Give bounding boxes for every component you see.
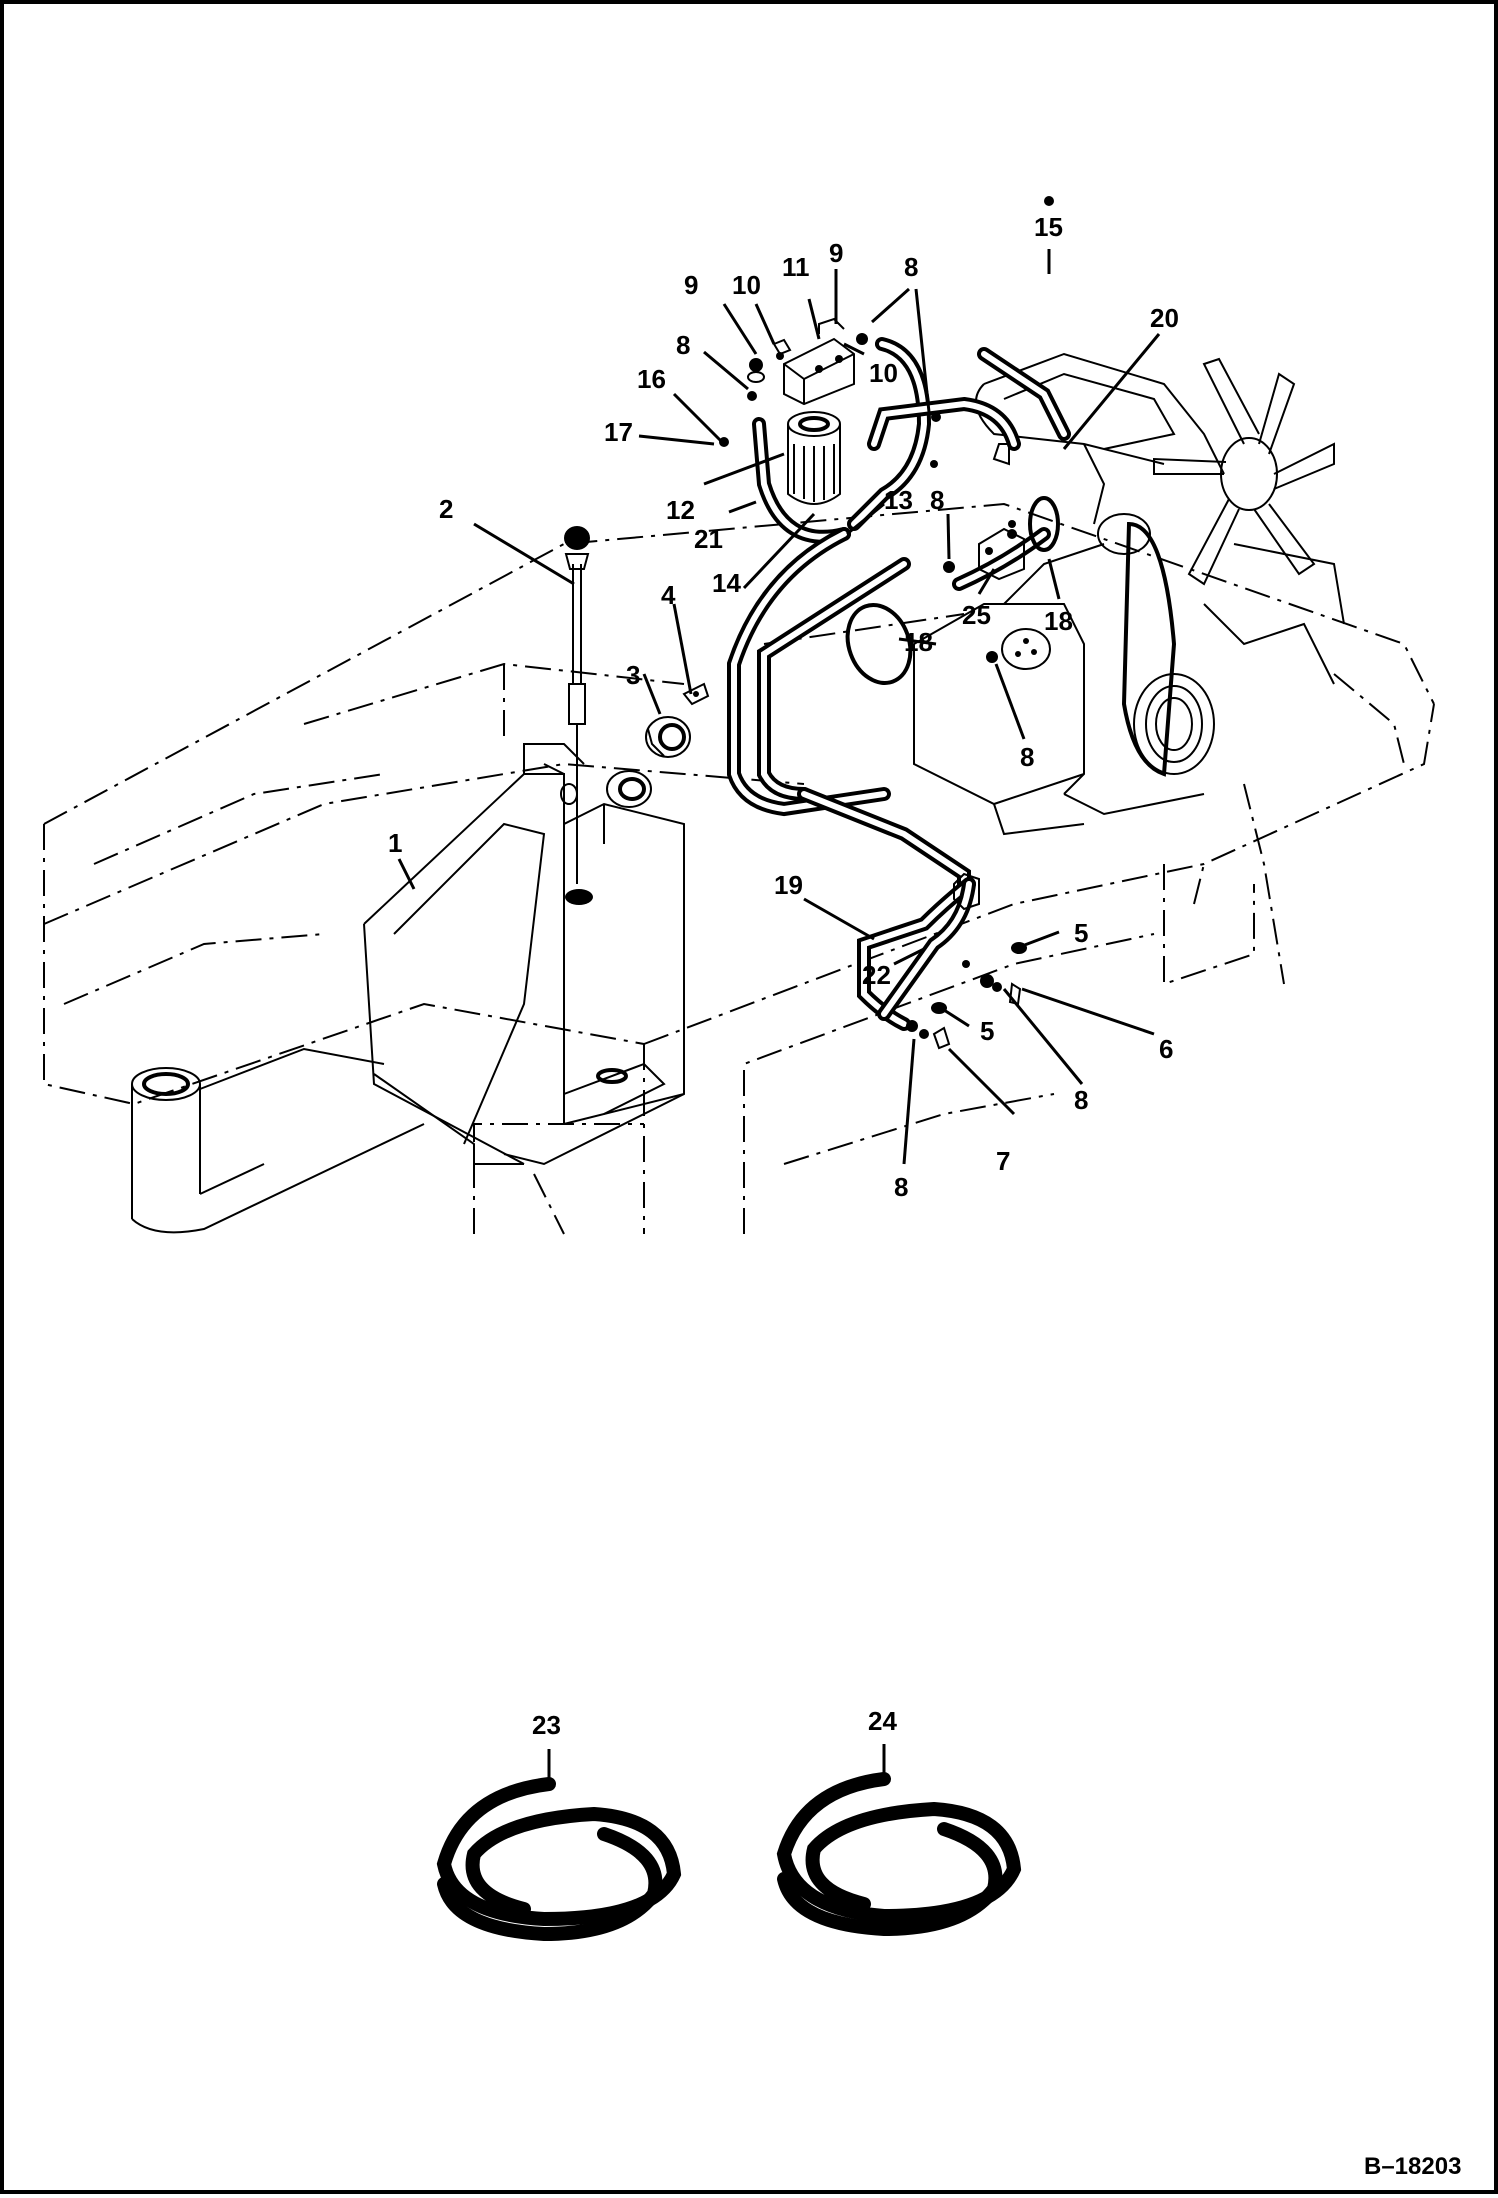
callout-8: 8 bbox=[904, 252, 918, 282]
callout-22: 22 bbox=[862, 960, 891, 990]
figure-reference: B–18203 bbox=[1364, 2153, 1461, 2180]
callout-25: 25 bbox=[962, 600, 991, 630]
callout-4: 4 bbox=[661, 580, 676, 610]
cooling-fan bbox=[1153, 357, 1335, 586]
fuel-filter-assembly bbox=[783, 317, 855, 505]
engine-block bbox=[913, 352, 1345, 836]
callout-19: 19 bbox=[774, 870, 803, 900]
upperstructure-frame bbox=[43, 502, 1435, 1235]
callout-8: 8 bbox=[894, 1172, 908, 1202]
callout-18: 18 bbox=[1044, 606, 1073, 636]
callout-21: 21 bbox=[694, 524, 723, 554]
fuel-pump bbox=[930, 196, 1054, 670]
callout-labels: 15 20 9 10 11 9 8 8 10 16 17 2 12 21 13 … bbox=[388, 212, 1179, 1740]
callout-7: 7 bbox=[996, 1146, 1010, 1176]
callout-9: 9 bbox=[829, 238, 843, 268]
callout-8: 8 bbox=[1020, 742, 1034, 772]
fuel-tank bbox=[363, 743, 685, 1166]
callout-13: 13 bbox=[884, 485, 913, 515]
hose-coil-24 bbox=[776, 1772, 1022, 1937]
callout-11: 11 bbox=[782, 252, 810, 282]
fuel-lines bbox=[727, 337, 1071, 1031]
callout-8: 8 bbox=[676, 330, 690, 360]
callout-15: 15 bbox=[1034, 212, 1063, 242]
callout-8: 8 bbox=[1074, 1085, 1088, 1115]
fuel-sender-rod bbox=[564, 526, 590, 884]
callout-20: 20 bbox=[1150, 303, 1179, 333]
callout-5: 5 bbox=[980, 1016, 994, 1046]
parts-diagram: 15 20 9 10 11 9 8 8 10 16 17 2 12 21 13 … bbox=[43, 196, 1461, 2180]
callout-18: 18 bbox=[904, 627, 933, 657]
callout-5: 5 bbox=[1074, 918, 1088, 948]
callout-16: 16 bbox=[637, 364, 666, 394]
callout-8: 8 bbox=[930, 485, 944, 515]
leader-lines bbox=[397, 249, 1161, 1779]
swing-post bbox=[131, 1047, 425, 1234]
callout-14: 14 bbox=[712, 568, 741, 598]
callout-2: 2 bbox=[439, 494, 453, 524]
callout-10: 10 bbox=[869, 358, 898, 388]
callout-1: 1 bbox=[388, 828, 402, 858]
callout-3: 3 bbox=[626, 660, 640, 690]
callout-10: 10 bbox=[732, 270, 761, 300]
callout-17: 17 bbox=[604, 417, 633, 447]
hose-coil-23 bbox=[436, 1777, 682, 1942]
callout-9: 9 bbox=[684, 270, 698, 300]
callout-12: 12 bbox=[666, 495, 695, 525]
fuel-cap-assembly bbox=[645, 682, 710, 758]
callout-6: 6 bbox=[1159, 1034, 1173, 1064]
callout-23: 23 bbox=[532, 1710, 561, 1740]
callout-24: 24 bbox=[868, 1706, 897, 1736]
